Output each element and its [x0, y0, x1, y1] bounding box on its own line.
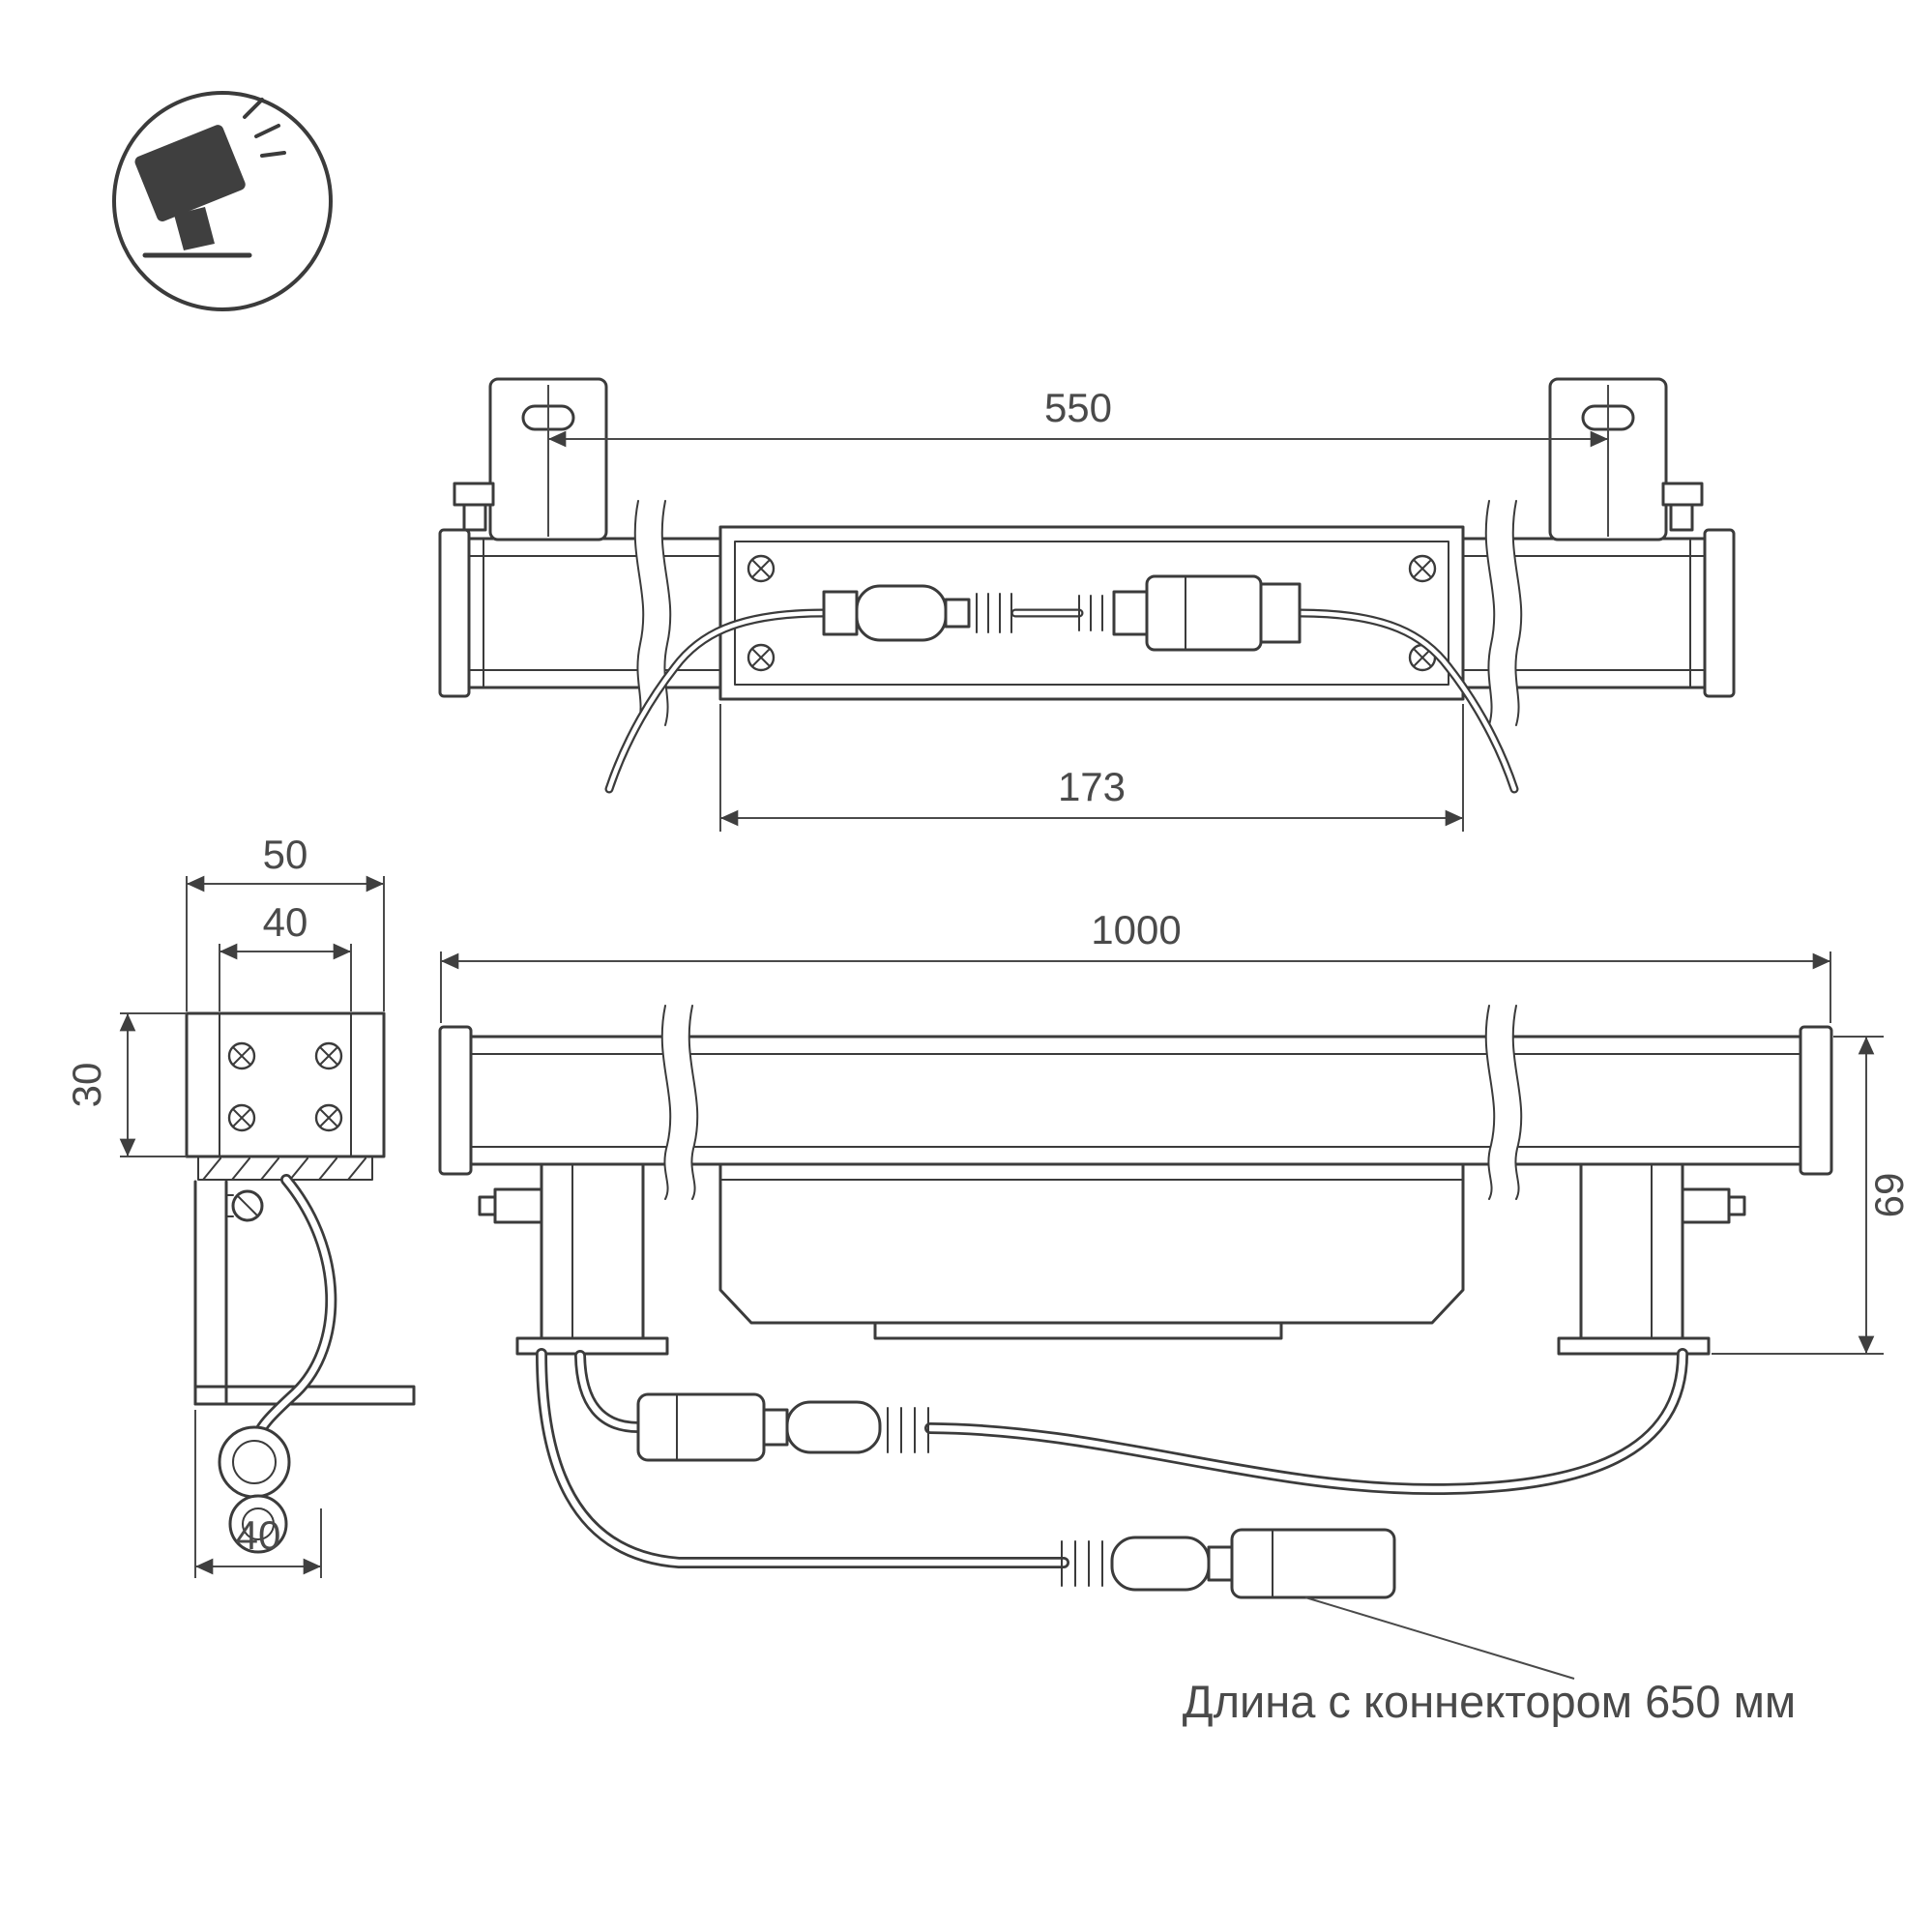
front-bracket-right: [1557, 1162, 1746, 1356]
connector-end-large: [218, 1425, 291, 1499]
dim-1000-label: 1000: [1091, 907, 1181, 952]
end-view: [185, 1011, 416, 1554]
break-line-right: [1484, 500, 1523, 726]
module-panel-inner: [734, 541, 1449, 686]
bracket-arm: [193, 1180, 416, 1406]
dim-30-label: 30: [64, 1063, 109, 1108]
dim-40-offset-label: 40: [236, 1512, 281, 1558]
end-plate-inner-lines: [219, 1012, 352, 1157]
floodlight-stand: [174, 207, 215, 250]
front-view: [438, 1005, 1833, 1680]
badge-circle: [112, 91, 333, 311]
dim-40-offset: 40: [194, 1410, 322, 1578]
end-cap-right: [1703, 528, 1736, 698]
cable-left-top: [604, 608, 829, 794]
dim-173-label: 173: [1058, 764, 1126, 809]
dim-69-label: 69: [1866, 1173, 1912, 1218]
connector-length-note: Длина с коннектором 650 мм: [1183, 1676, 1796, 1727]
dim-69: 69: [1712, 1036, 1912, 1355]
cable-right-top: [1010, 608, 1519, 794]
floodlight-icon: [112, 91, 333, 311]
connector-pair-upper: [636, 1392, 929, 1462]
mounting-bracket-left: [453, 377, 608, 542]
connector-end-small: [228, 1494, 288, 1554]
light-rays-icon: [243, 98, 286, 158]
driver-box: [718, 1162, 1465, 1340]
connector-pair-lower: [1061, 1528, 1396, 1599]
dim-550: 550: [547, 385, 1609, 537]
front-end-cap-left: [438, 1025, 473, 1176]
end-plate: [185, 1011, 386, 1158]
leader-line: [1304, 1596, 1575, 1680]
cable-front-stub: [574, 1350, 644, 1433]
connector-pair-top: [822, 574, 1302, 652]
dim-40-width-label: 40: [263, 899, 308, 945]
dim-173: 173: [719, 704, 1464, 832]
front-end-cap-right: [1799, 1025, 1833, 1176]
dim-30-height: 30: [64, 1012, 187, 1157]
dim-50: 50: [186, 832, 385, 1011]
cable-front-right: [924, 1348, 1688, 1496]
dim-1000: 1000: [440, 907, 1831, 1023]
front-break-right: [1484, 1005, 1523, 1200]
cable-front-left: [536, 1348, 1069, 1568]
break-line-left: [633, 500, 672, 726]
front-break-left: [660, 1005, 699, 1200]
top-view: [438, 377, 1736, 794]
end-cap-left: [438, 528, 471, 698]
dim-40-width: 40: [219, 899, 352, 1011]
cable-end-view: [218, 1174, 337, 1554]
floodlight-body: [134, 125, 246, 221]
mounting-bracket-right: [1548, 377, 1704, 542]
dim-50-label: 50: [263, 832, 308, 877]
profile-base: [197, 1156, 373, 1181]
dim-550-label: 550: [1044, 385, 1112, 430]
front-bracket-left: [478, 1162, 669, 1356]
